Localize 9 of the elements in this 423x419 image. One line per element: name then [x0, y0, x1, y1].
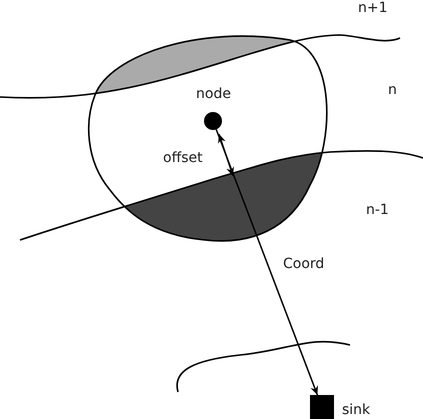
region-label: n+1 — [358, 0, 388, 16]
region-label: n-1 — [366, 202, 389, 218]
node-label: node — [196, 86, 231, 102]
region-label: n — [388, 82, 397, 98]
node-dot — [204, 112, 222, 130]
dimension-label: offset — [163, 150, 203, 166]
sink-label: sink — [342, 402, 370, 418]
arrow — [216, 129, 318, 396]
sink-square — [310, 395, 334, 419]
